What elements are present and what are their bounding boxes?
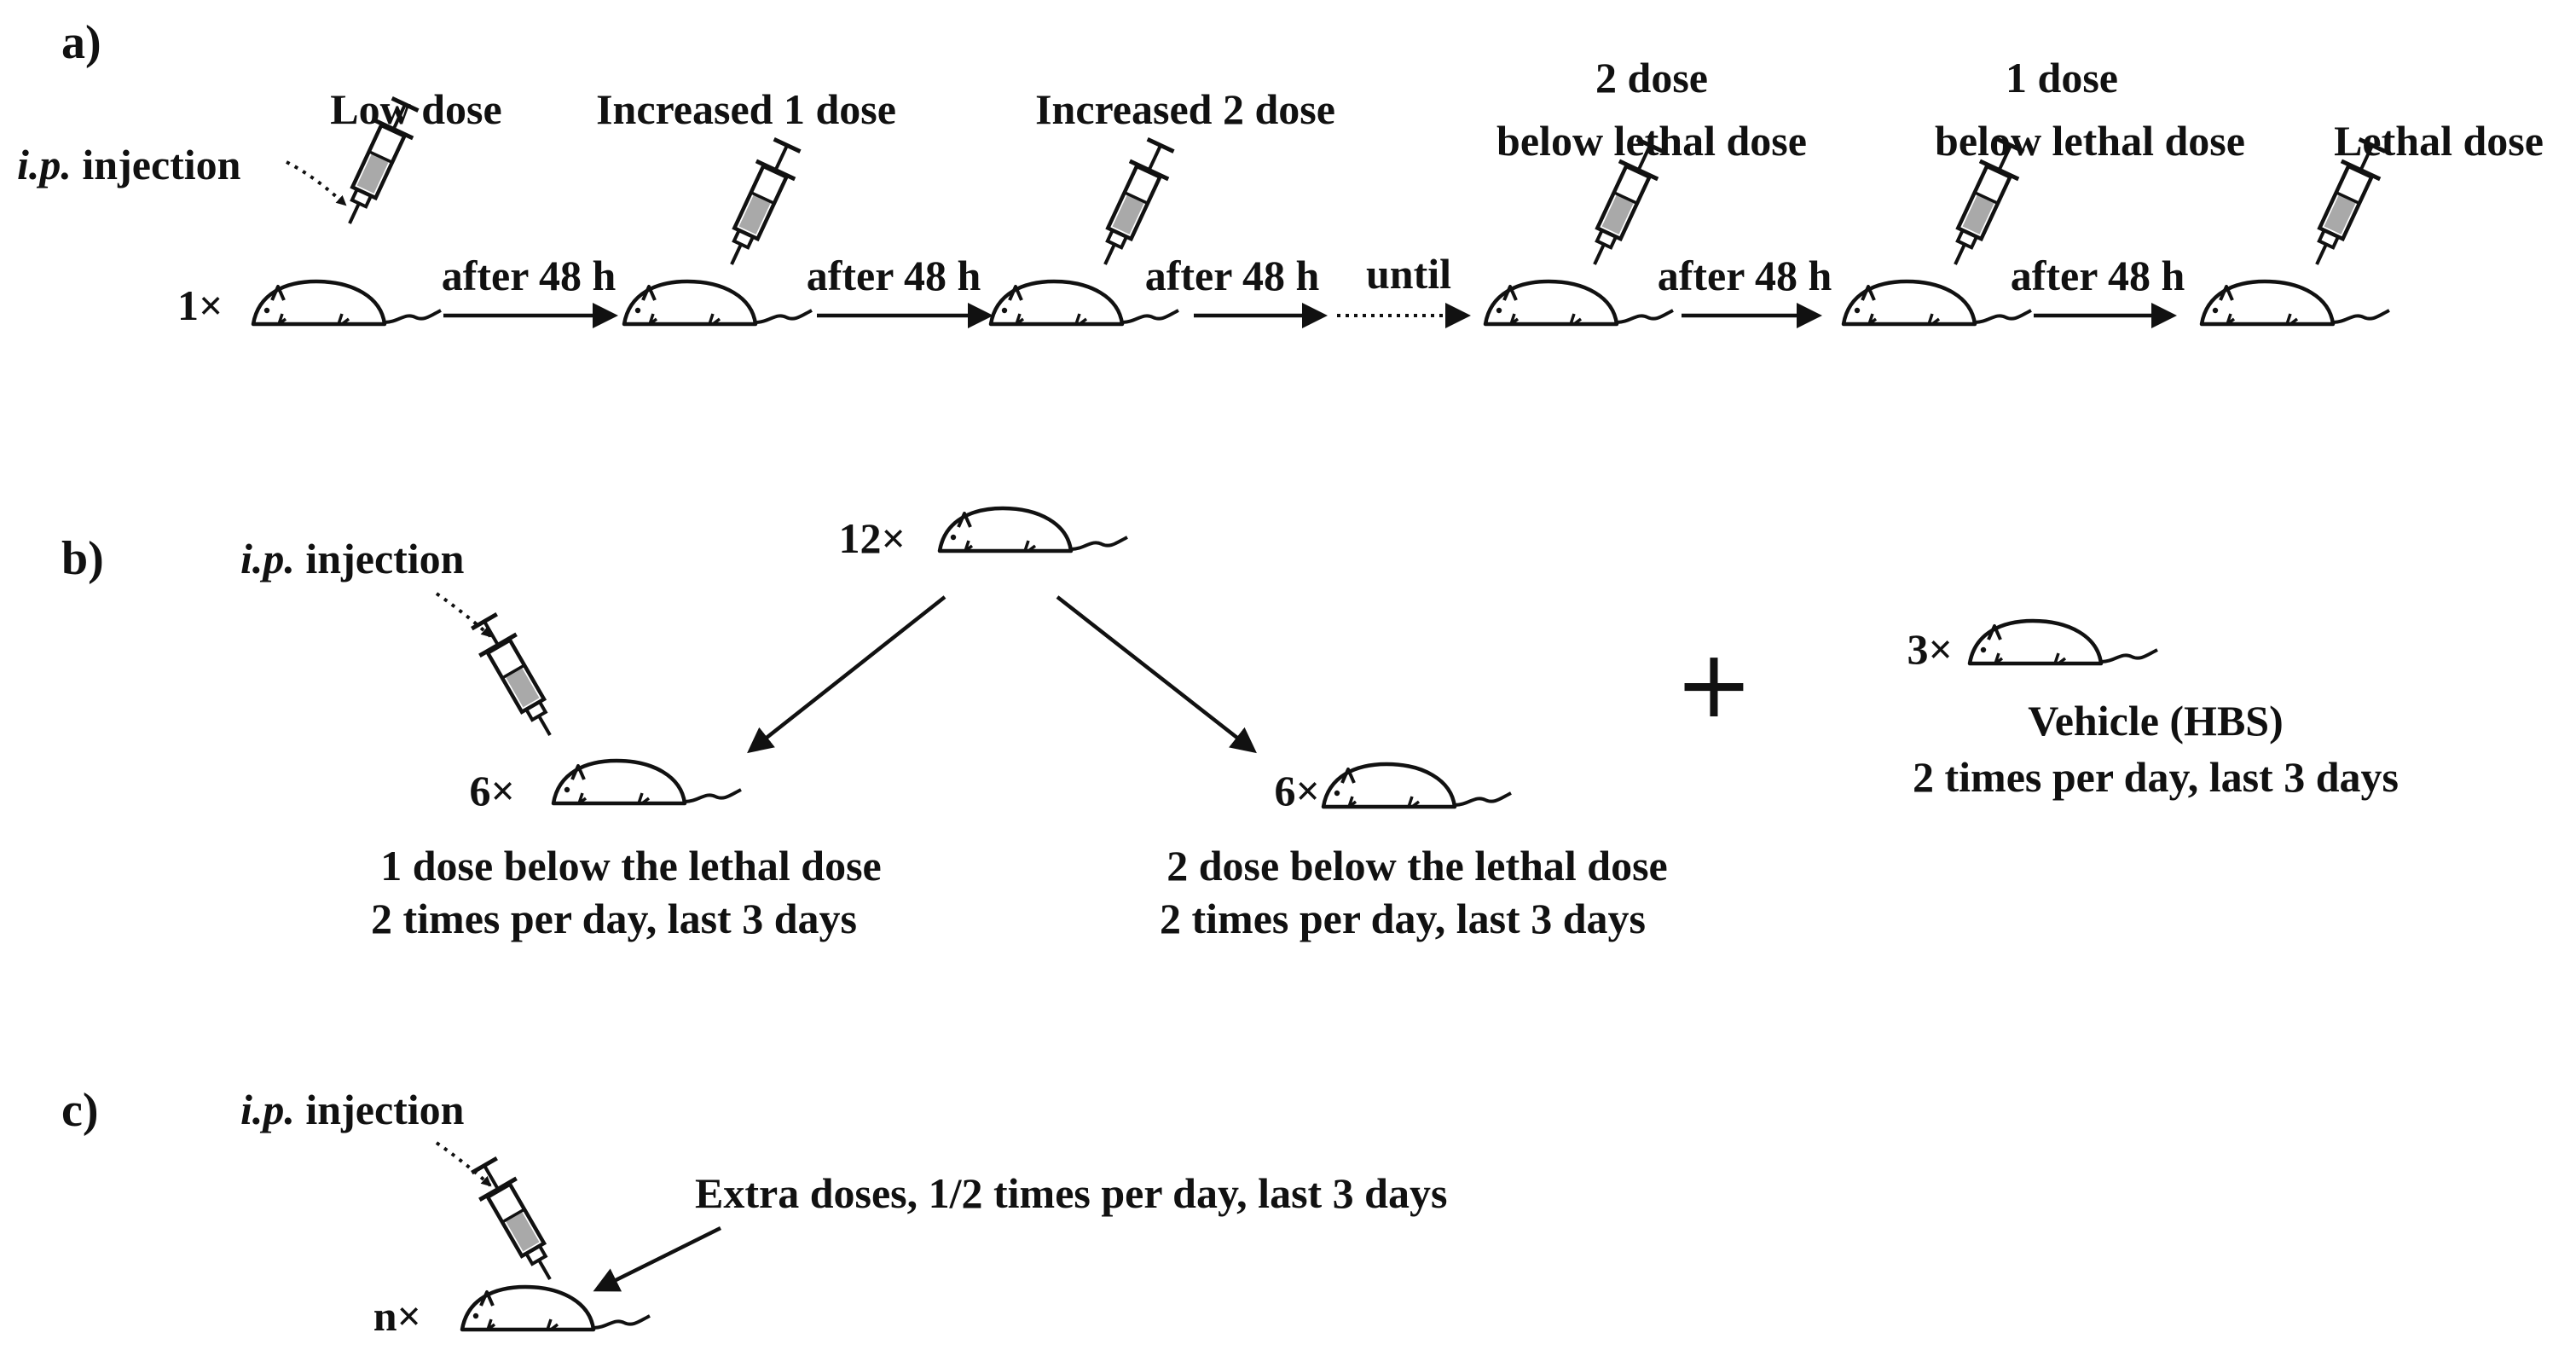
left-group-count: 6× xyxy=(470,767,516,814)
transition-label-5: after 48 h xyxy=(2011,252,2185,299)
control-group-line1: Vehicle (HBS) xyxy=(2028,697,2284,745)
mouse-icon xyxy=(1485,281,1673,324)
panel-a-label: a) xyxy=(61,16,101,69)
mouse-icon xyxy=(1323,764,1511,807)
panel-a-injection-label: i.p. injection xyxy=(17,141,241,188)
right-group-line2: 2 times per day, last 3 days xyxy=(1160,895,1646,942)
injection-word: injection xyxy=(305,1086,464,1133)
transition-label-0: after 48 h xyxy=(442,252,617,299)
mouse-icon xyxy=(2202,281,2389,324)
left-group-line2: 2 times per day, last 3 days xyxy=(371,895,857,942)
mouse-icon xyxy=(253,281,441,324)
injection-text xyxy=(295,1086,306,1133)
injection-word: injection xyxy=(82,141,240,188)
panel-c-count: n× xyxy=(373,1292,421,1340)
dose-label-3-line1: 2 dose xyxy=(1595,54,1708,101)
transition-label-1: after 48 h xyxy=(807,252,981,299)
injection-word: injection xyxy=(305,535,464,582)
ip-text: i.p. xyxy=(240,535,295,582)
injection-text xyxy=(72,141,83,188)
mouse-icon xyxy=(624,281,812,324)
mouse-icon xyxy=(940,508,1127,551)
left-group-line1: 1 dose below the lethal dose xyxy=(380,842,882,890)
dotted-arrow-icon xyxy=(286,160,347,206)
mouse-icon xyxy=(1970,621,2157,664)
right-group-count: 6× xyxy=(1275,767,1321,814)
injection-text xyxy=(295,535,306,582)
dose-label-3-line2: below lethal dose xyxy=(1496,117,1807,165)
control-group-line2: 2 times per day, last 3 days xyxy=(1913,753,2399,801)
dose-label-2: Increased 2 dose xyxy=(1035,85,1335,133)
panel-b-label: b) xyxy=(61,532,104,585)
dotted-arrow-icon xyxy=(435,592,492,638)
transition-label-2: after 48 h xyxy=(1145,252,1320,299)
ip-text: i.p. xyxy=(240,1086,295,1133)
dose-label-4-line1: 1 dose xyxy=(2006,54,2118,101)
dose-label-4-line2: below lethal dose xyxy=(1935,117,2245,165)
dotted-arrow-icon xyxy=(435,1141,492,1187)
mouse-icon xyxy=(553,761,741,803)
panel-c-label: c) xyxy=(61,1084,99,1137)
panel-b-injection-label: i.p. injection xyxy=(240,535,465,582)
mouse-icon xyxy=(462,1287,650,1330)
syringe-icon xyxy=(712,136,806,274)
arrow-icon xyxy=(593,1226,722,1292)
panel-a-start-count: 1× xyxy=(177,281,223,329)
transition-label-3: until xyxy=(1366,250,1451,298)
mouse-icon xyxy=(1844,281,2031,324)
panel-c-note: Extra doses, 1/2 times per day, last 3 d… xyxy=(695,1169,1447,1217)
right-group-line1: 2 dose below the lethal dose xyxy=(1166,842,1668,890)
transition-label-4: after 48 h xyxy=(1658,252,1832,299)
plus-sign: + xyxy=(1675,629,1753,739)
control-group-count: 3× xyxy=(1907,625,1954,673)
panel-b-source-count: 12× xyxy=(839,514,906,562)
syringe-icon xyxy=(466,1155,568,1289)
syringe-icon xyxy=(466,611,568,745)
arrow-down-right-icon xyxy=(1056,595,1257,754)
dose-label-1: Increased 1 dose xyxy=(596,85,896,133)
ip-text: i.p. xyxy=(17,141,72,188)
arrow-down-left-icon xyxy=(747,595,946,754)
panel-c-injection-label: i.p. injection xyxy=(240,1086,465,1133)
